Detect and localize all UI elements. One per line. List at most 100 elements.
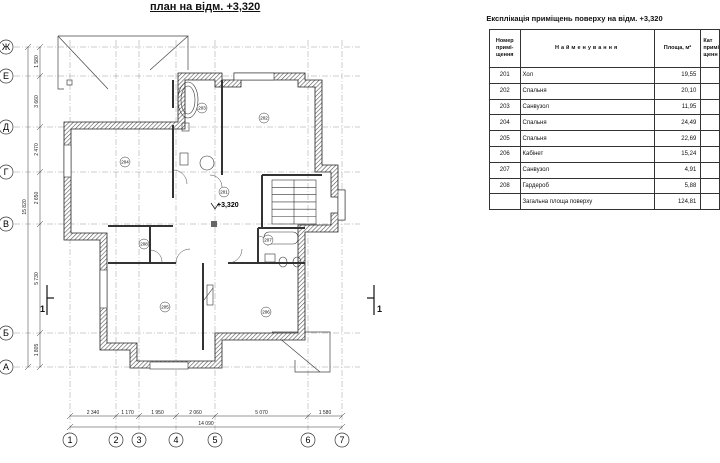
axis-label: 7	[339, 435, 344, 445]
axis-label: 1	[67, 435, 72, 445]
cell-category	[700, 130, 720, 147]
room-number: 208	[140, 242, 148, 247]
room-205: 205	[159, 301, 171, 313]
explication-panel: Експлікація приміщень поверху на відм. +…	[486, 14, 720, 211]
cell-category	[700, 67, 720, 84]
axis-bubble-2: 2	[108, 432, 124, 448]
dimension-bottom: 2 340	[87, 410, 100, 416]
cell-area: 11,95	[653, 98, 702, 116]
room-number: 202	[260, 116, 268, 121]
room-202: 202	[258, 112, 270, 124]
room-number: 207	[264, 238, 272, 243]
axis-label: Б	[3, 328, 9, 338]
room-tag-circle	[258, 112, 270, 124]
dimension-left: 3 660	[34, 95, 40, 108]
cell-name: Санвузол	[519, 161, 655, 179]
dimension-bottom: 5 070	[255, 410, 268, 416]
axis-bubble-Е: Е	[0, 68, 14, 84]
dimension-left: 1 580	[34, 55, 40, 68]
axis-bubble-6: 6	[300, 432, 316, 448]
axis-bubble-Б: Б	[0, 325, 14, 341]
axis-label: 2	[113, 435, 118, 445]
header-number: Номер примі-щення	[489, 29, 521, 68]
room-tag-circle	[159, 301, 171, 313]
section-mark-right: 1	[377, 304, 382, 314]
door-swings	[149, 169, 269, 264]
cell-area: 20,10	[653, 82, 702, 100]
roof-outline	[57, 35, 331, 373]
room-tag-circle	[262, 234, 274, 246]
cell-num: 203	[489, 98, 521, 116]
cell-empty	[489, 193, 521, 211]
axis-label: Е	[3, 71, 9, 81]
total-label: Загальна площа поверху	[519, 193, 655, 211]
axis-bubble-7: 7	[334, 432, 350, 448]
explication-title: Експлікація приміщень поверху на відм. +…	[486, 14, 663, 23]
axis-bubble-А: А	[0, 359, 14, 375]
axis-bubble-4: 4	[168, 432, 184, 448]
cell-name: Спальня	[519, 114, 655, 132]
axis-bubble-1: 1	[62, 432, 78, 448]
room-number: 204	[121, 160, 129, 165]
cell-num: 202	[489, 82, 521, 100]
axis-bubble-Г: Г	[0, 164, 14, 180]
cell-name: Хол	[519, 67, 655, 84]
header-name: Найменування	[519, 29, 655, 68]
room-207: 207	[262, 234, 274, 246]
axis-label: Ж	[2, 42, 11, 52]
axis-label: В	[3, 219, 9, 229]
dimension-bottom: 1 580	[319, 410, 332, 416]
dimension-left: 2 470	[34, 143, 40, 156]
dimension-left: 5 730	[34, 272, 40, 285]
total-area: 124,81	[653, 193, 702, 211]
axis-bubble-В: В	[0, 216, 14, 232]
axis-label: 3	[136, 435, 141, 445]
cell-area: 4,91	[653, 161, 702, 179]
room-204: 204	[119, 156, 131, 168]
section-marks: 1 1	[40, 285, 382, 315]
cell-num: 201	[489, 67, 521, 84]
room-number: 205	[161, 305, 169, 310]
level-mark-arrow	[210, 202, 220, 210]
cell-area: 5,88	[653, 177, 702, 195]
cell-category	[700, 161, 720, 179]
exterior-walls	[63, 72, 346, 369]
dimension-bottom-total: 14 090	[198, 421, 214, 427]
cell-name: Санвузол	[519, 98, 655, 116]
room-tag-circle	[196, 102, 208, 114]
axis-bubble-Д: Д	[0, 119, 14, 135]
cell-name: Кабінет	[519, 145, 655, 163]
fixtures	[177, 81, 302, 306]
axis-label: Г	[4, 167, 9, 177]
axis-bubble-5: 5	[207, 432, 223, 448]
cell-category	[700, 114, 720, 132]
cell-name: Гардероб	[519, 177, 655, 195]
dimension-bottom: 1 170	[121, 410, 134, 416]
axis-label: 4	[173, 435, 178, 445]
dimension-left: 2 650	[34, 192, 40, 205]
cell-empty	[700, 193, 720, 211]
cell-name: Спальня	[519, 82, 655, 100]
windows	[63, 72, 346, 370]
cell-area: 22,69	[653, 130, 702, 147]
room-number: 203	[198, 106, 206, 111]
room-number: 206	[262, 310, 270, 315]
room-206: 206	[260, 306, 272, 318]
room-number: 201	[220, 190, 228, 195]
cell-category	[700, 145, 720, 163]
cell-num: 208	[489, 177, 521, 195]
dimension-bottom: 2 060	[189, 410, 202, 416]
interior-walls	[108, 80, 322, 350]
header-area: Площа, м²	[653, 29, 702, 68]
axis-label: 5	[212, 435, 217, 445]
room-tag-circle	[218, 186, 230, 198]
axis-label: А	[3, 362, 9, 372]
plan-title: план на відм. +3,320	[150, 1, 261, 13]
room-tag-circle	[260, 306, 272, 318]
